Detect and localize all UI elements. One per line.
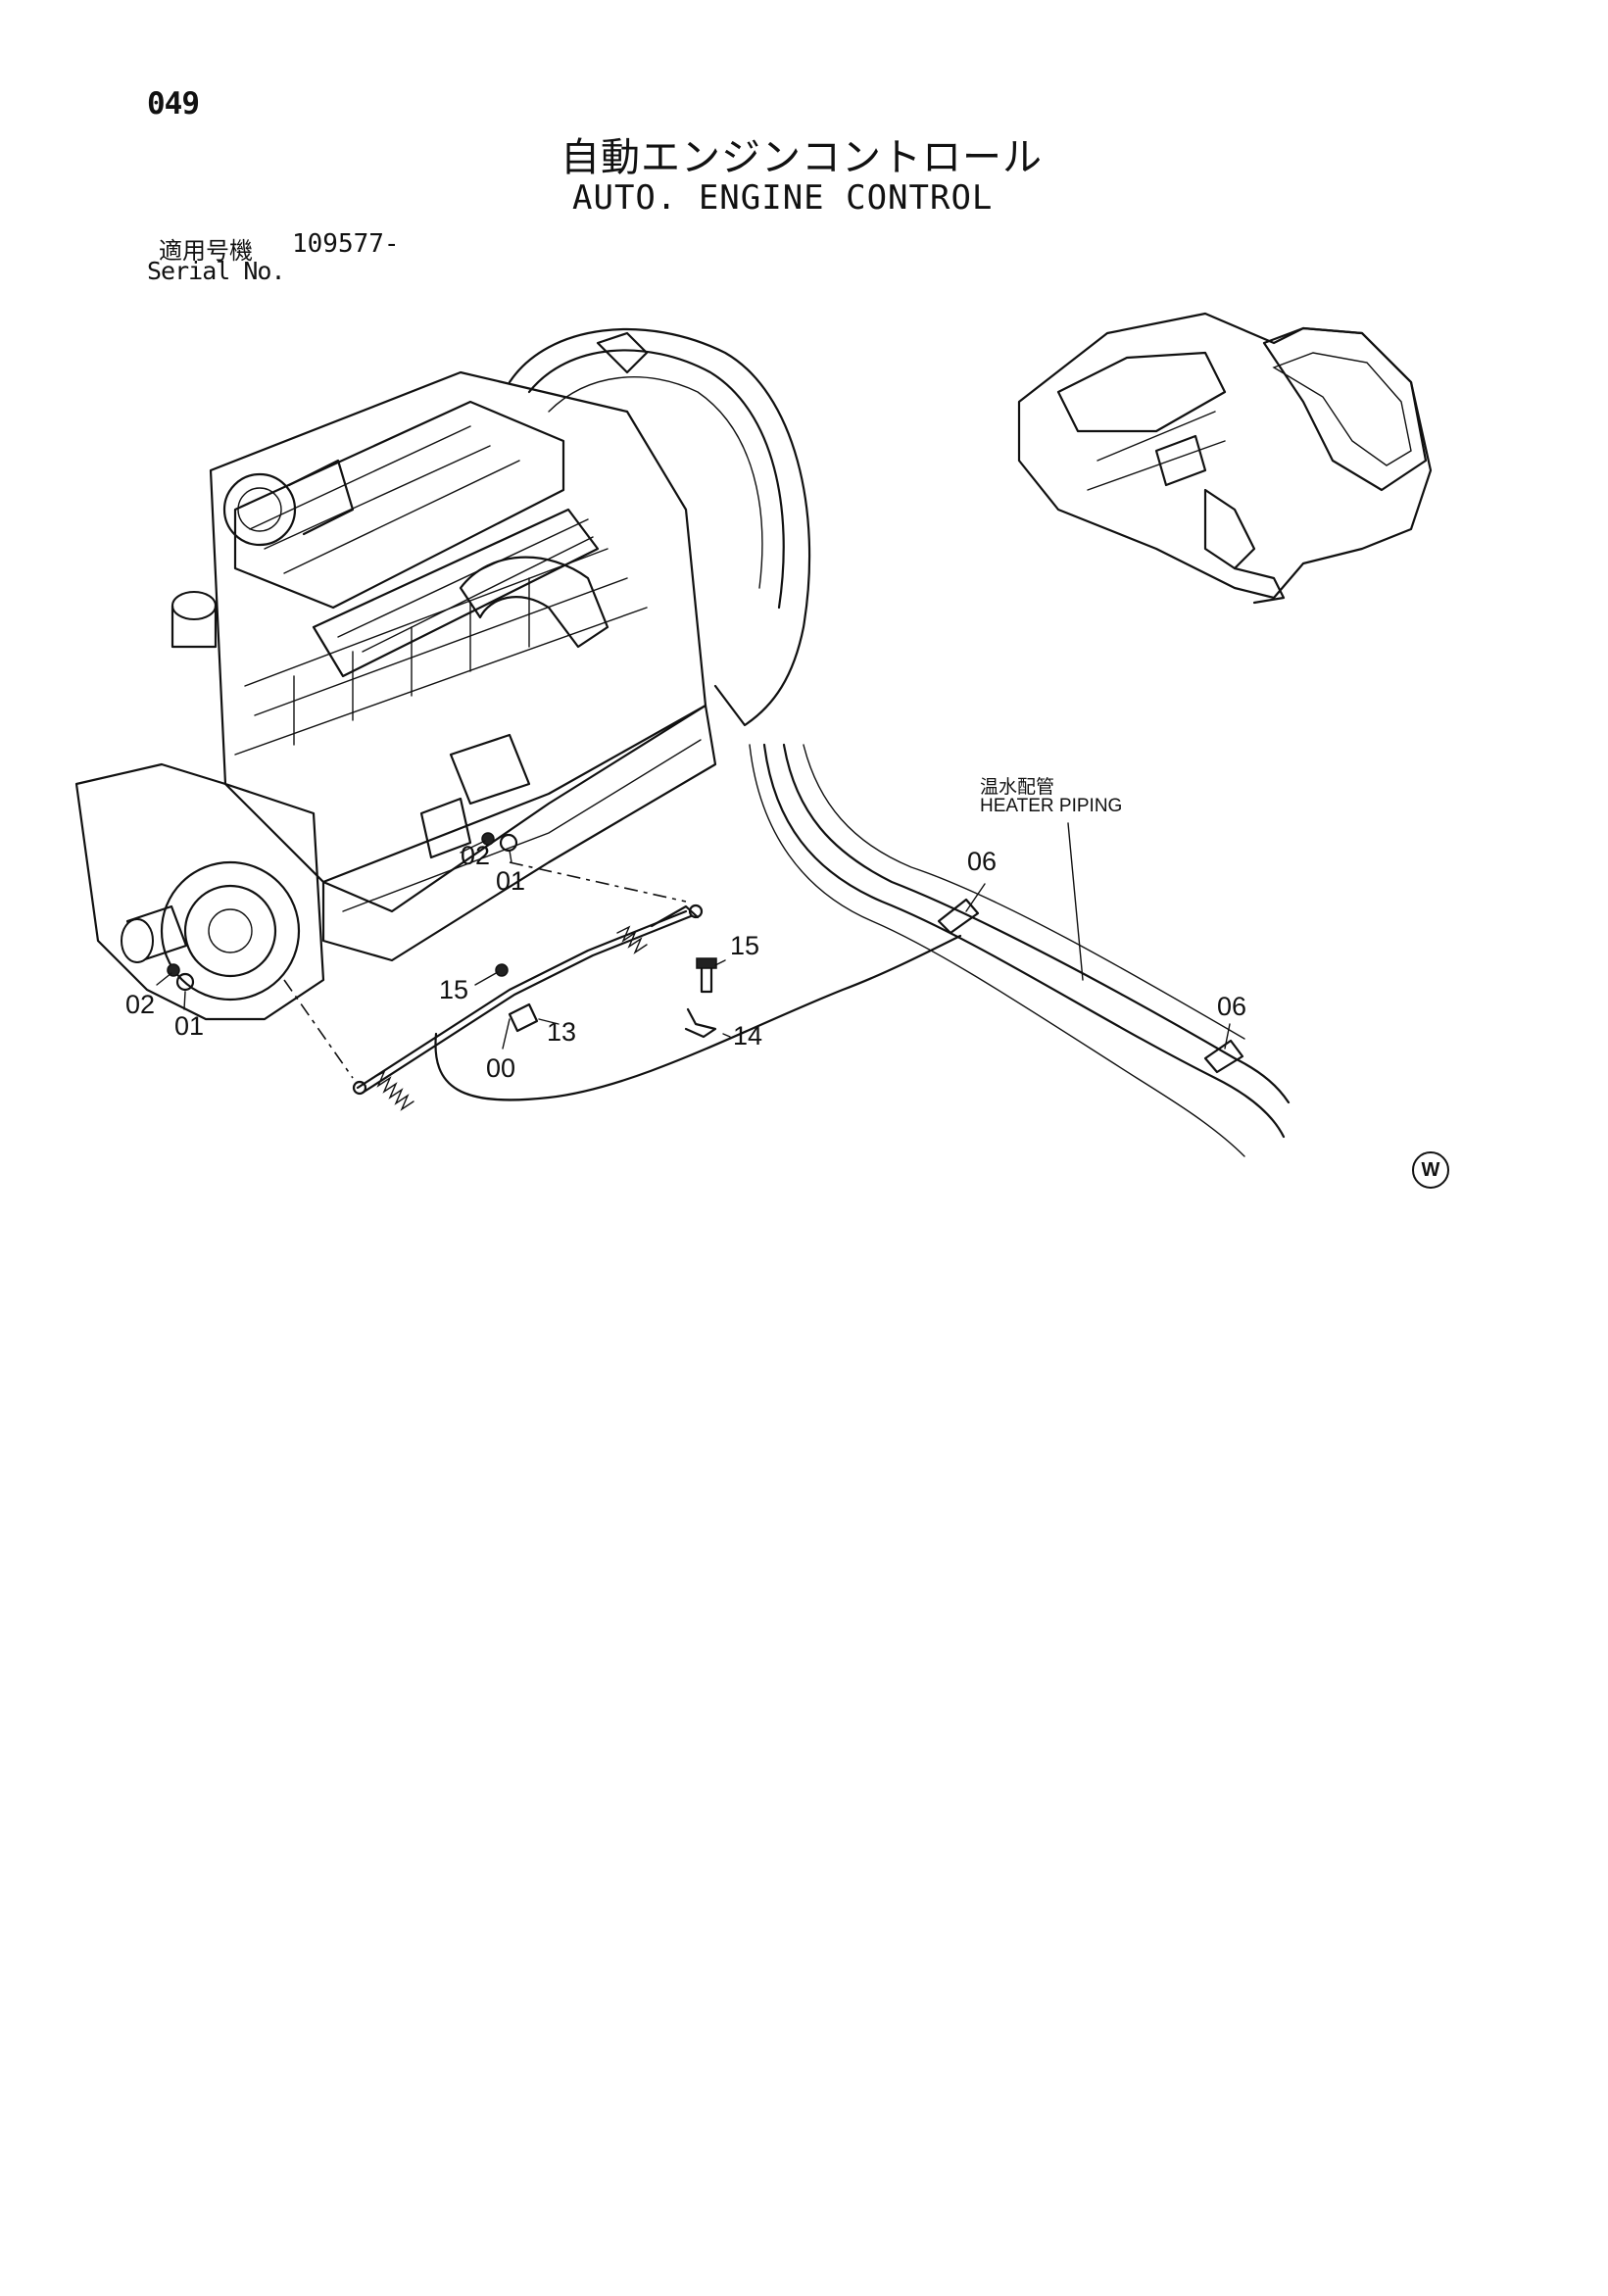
callout-01-engine: 01 — [496, 866, 526, 896]
heater-piping-label-english: HEATER PIPING — [980, 796, 1123, 816]
heater-piping-label-japanese: 温水配管 — [980, 776, 1055, 798]
serial-number: 109577- — [292, 229, 400, 259]
page-title-japanese: 自動エンジンコントロール — [560, 135, 1043, 180]
callout-leaders — [156, 822, 1231, 1050]
page-title-english: AUTO. ENGINE CONTROL — [572, 178, 994, 218]
excavator-upperstructure-icon — [1017, 312, 1433, 605]
callout-15-left: 15 — [439, 975, 469, 1004]
serial-label-english: Serial No. — [147, 257, 286, 285]
callout-06-lower: 06 — [1217, 992, 1247, 1021]
control-cable-drawing — [283, 861, 962, 1111]
callout-06-upper: 06 — [967, 847, 998, 876]
heater-piping-drawing — [749, 743, 1291, 1157]
callout-13: 13 — [547, 1017, 577, 1047]
callout-15-right: 15 — [730, 931, 760, 960]
callout-14: 14 — [733, 1021, 763, 1050]
corner-mark: W — [1412, 1151, 1449, 1189]
callout-02-flywheel: 02 — [125, 990, 156, 1019]
callout-02-engine: 02 — [461, 841, 491, 870]
callout-01-flywheel: 01 — [174, 1011, 205, 1041]
page-number: 049 — [147, 86, 200, 122]
callout-00: 00 — [486, 1053, 516, 1083]
engine-assembly-drawing — [74, 327, 811, 1021]
serial-label-japanese: 適用号機 — [159, 237, 253, 265]
